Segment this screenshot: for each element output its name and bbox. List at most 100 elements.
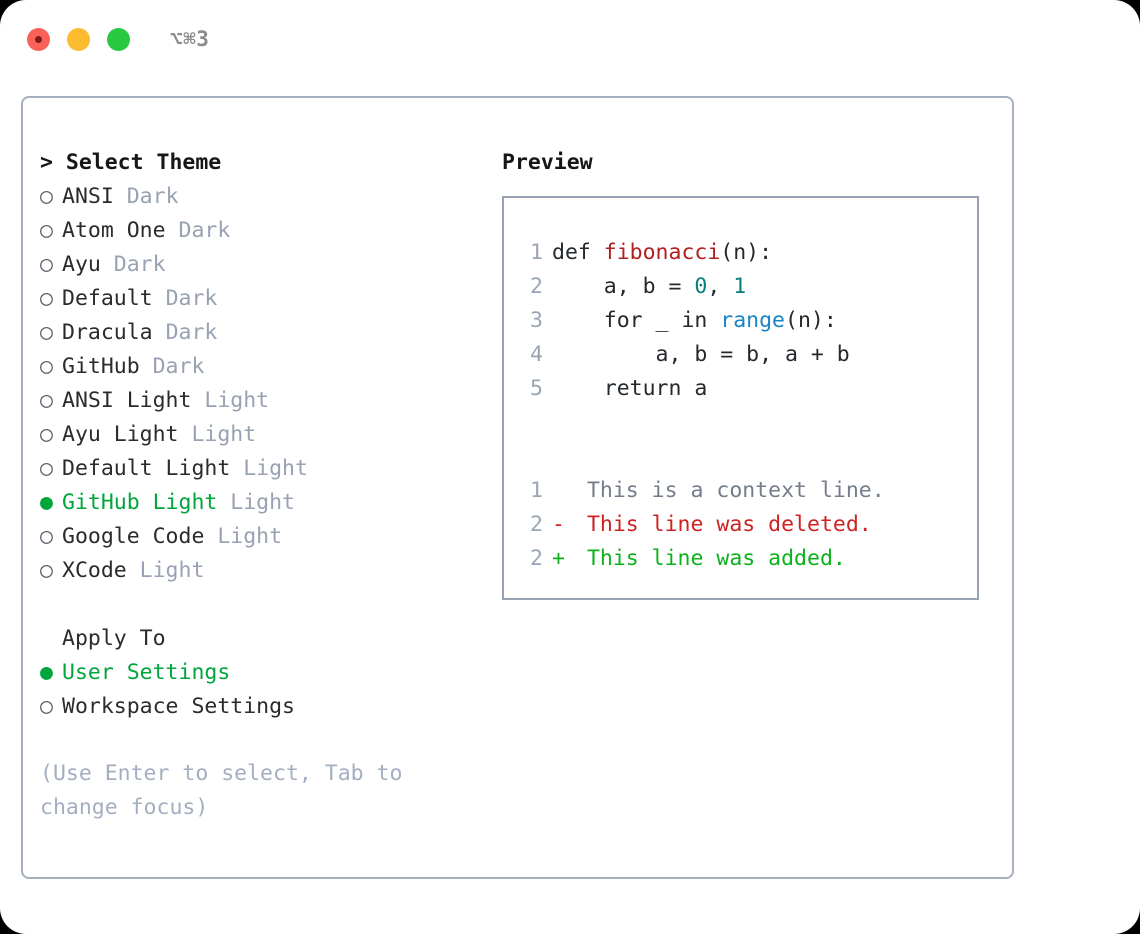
apply-to-heading: Apply To [40,621,480,655]
preview-label: Preview [502,149,593,175]
theme-variant: Dark [126,183,179,209]
line-number: 3 [530,308,543,333]
diff-text: This line was added. [574,546,846,571]
theme-name: Ayu [62,251,114,277]
code-text: a, b = 0, 1 [552,270,746,304]
line-number: 2 [530,546,543,571]
theme-list-item[interactable]: ○ ANSI Light Light [40,383,480,417]
line-number: 2 [530,512,543,537]
theme-list-item[interactable]: ○XCode Light [40,553,480,587]
code-token: fibonacci [603,240,721,265]
radio-unselected-icon: ○ [40,251,53,277]
code-token: , [707,274,734,299]
theme-variant: Dark [165,319,218,345]
diff-sample: 1 This is a context line.2- This line wa… [504,474,977,576]
code-line: 3 for _ in range(n): [504,304,977,338]
theme-variant: Light [243,455,308,481]
radio-unselected-icon: ○ [40,387,53,413]
code-text: def fibonacci(n): [552,236,772,270]
radio-unselected-icon: ○ [40,319,53,345]
theme-name: Default Light [62,455,244,481]
theme-picker-heading: > Select Theme [40,145,480,179]
code-token: (n): [720,240,773,265]
preview-gap [504,406,977,440]
apply-to-label: User Settings [62,659,231,685]
code-token: 0 [694,274,708,299]
code-token: for _ in [552,308,721,333]
theme-variant: Light [204,387,270,413]
diff-line: 2+ This line was added. [504,542,977,576]
code-token: a, b = [552,274,695,299]
radio-unselected-icon: ○ [40,353,53,379]
code-line: 2 a, b = 0, 1 [504,270,977,304]
radio-unselected-icon: ○ [40,557,53,583]
theme-variant: Light [191,421,257,447]
theme-list-item[interactable]: ○ Dracula Dark [40,315,480,349]
list-spacer [40,587,480,621]
code-token: a, b = b, a + b [552,342,850,367]
code-text: return a [552,372,708,406]
theme-name: Atom One [62,217,179,243]
close-button-icon[interactable] [27,27,50,51]
keyboard-hint-text: (Use Enter to select, Tab to change focu… [40,761,403,820]
code-line: 1 def fibonacci(n): [504,236,977,270]
radio-selected-icon: ● [40,659,53,685]
code-token: range [720,308,786,333]
line-number: 2 [530,274,543,299]
theme-picker-heading-text: Select Theme [65,149,222,175]
theme-variant: Light [217,523,283,549]
theme-name: Dracula [62,319,166,345]
theme-list-item[interactable]: ○GitHub Dark [40,349,480,383]
theme-variant: Dark [165,285,218,311]
code-text: a, b = b, a + b [552,338,850,372]
theme-variant: Dark [113,251,166,277]
theme-list-item[interactable]: ○ Default Light Light [40,451,480,485]
code-line: 5 return a [504,372,977,406]
keyboard-shortcut-label: ⌥⌘3 [170,27,210,51]
code-line: 4 a, b = b, a + b [504,338,977,372]
theme-list-item[interactable]: ○Atom One Dark [40,213,480,247]
radio-unselected-icon: ○ [40,455,53,481]
diff-line: 2- This line was deleted. [504,508,977,542]
line-number: 1 [530,240,543,265]
diff-marker: - [552,512,565,537]
line-number: 4 [530,342,543,367]
theme-variant: Light [230,489,296,515]
theme-name: ANSI [62,183,127,209]
theme-list-item[interactable]: ○ Ayu Dark [40,247,480,281]
diff-line: 1 This is a context line. [504,474,977,508]
radio-unselected-icon: ○ [40,693,53,719]
theme-picker-column: > Select Theme ○ANSI Dark○Atom One Dark○… [40,145,480,825]
theme-list-item[interactable]: ○ Ayu Light Light [40,417,480,451]
maximize-button-icon[interactable] [107,27,130,51]
theme-name: Google Code [62,523,218,549]
theme-list-item[interactable]: ○ ANSI Dark [40,179,480,213]
preview-gap-2 [504,440,977,474]
theme-list-item[interactable]: ○Default Dark [40,281,480,315]
apply-to-item[interactable]: ○Workspace Settings [40,689,480,723]
line-number: 1 [530,478,543,503]
theme-name: ANSI Light [62,387,205,413]
apply-to-item[interactable]: ● User Settings [40,655,480,689]
minimize-button-icon[interactable] [67,27,90,51]
theme-name: Ayu Light [62,421,192,447]
title-bar: ⌥⌘3 [0,0,1140,78]
theme-list-item[interactable]: ○Google Code Light [40,519,480,553]
apply-to-heading-text: Apply To [62,625,166,651]
theme-picker-heading-prefix: > [40,149,66,175]
theme-list-item[interactable]: ●GitHub Light Light [40,485,480,519]
theme-name: GitHub [62,353,153,379]
window-controls [27,27,147,51]
line-number: 5 [530,376,543,401]
radio-unselected-icon: ○ [40,421,53,447]
theme-list: ○ANSI Dark○Atom One Dark○Ayu Dark○Defaul… [40,179,480,587]
diff-text: This line was deleted. [574,512,872,537]
code-token: def [552,240,604,265]
apply-to-list: ● User Settings ○Workspace Settings [40,655,480,723]
code-text: for _ in range(n): [552,304,837,338]
radio-unselected-icon: ○ [40,183,53,209]
